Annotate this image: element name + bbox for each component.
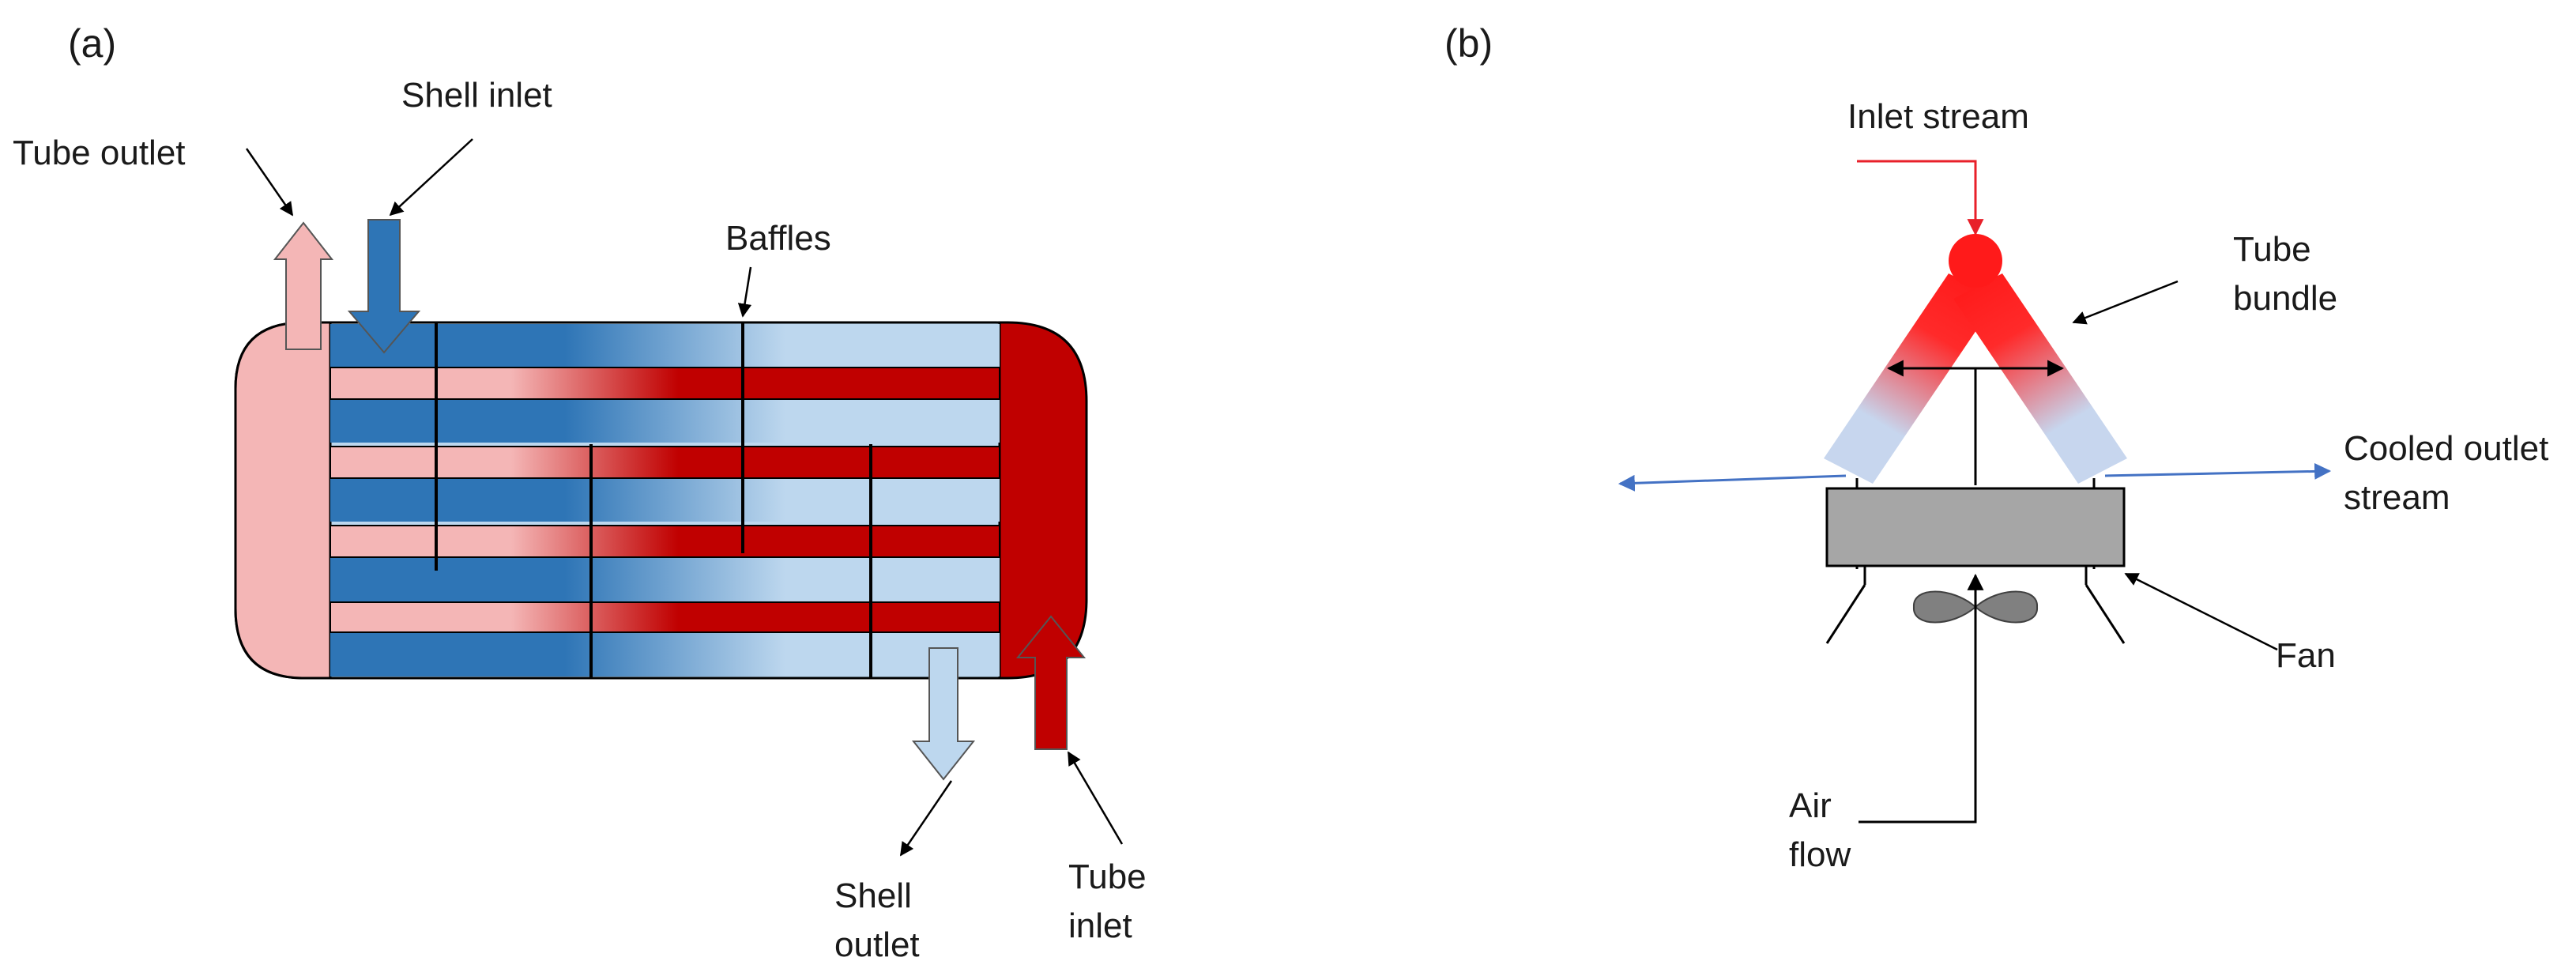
shell-fluid-bands bbox=[330, 324, 1000, 677]
tube-fluid-bands bbox=[330, 367, 1000, 633]
tube-inlet-arrow bbox=[1015, 615, 1087, 750]
baffles-leader bbox=[737, 266, 752, 318]
tube-bundle-label-line1: Tube bbox=[2233, 230, 2311, 269]
tube-bundle-leader bbox=[2072, 280, 2179, 325]
tube-outlet-arrow bbox=[273, 221, 334, 350]
shell-outlet-arrow bbox=[911, 647, 976, 781]
cooled-outlet-label-line1: Cooled outlet bbox=[2344, 429, 2548, 468]
shell-outlet-leader bbox=[899, 780, 953, 857]
shell-inlet-leader bbox=[389, 138, 473, 217]
shell-inlet-label: Shell inlet bbox=[401, 76, 552, 115]
tube-bundle-right-leg bbox=[1953, 273, 2127, 484]
tube-inlet-label-line1: Tube bbox=[1068, 858, 1147, 896]
fan-label: Fan bbox=[2276, 636, 2336, 675]
leg-left bbox=[1825, 584, 1866, 644]
inlet-stream-line bbox=[1857, 160, 1984, 236]
inlet-header bbox=[1949, 234, 2002, 288]
tube-outlet-head bbox=[234, 321, 332, 680]
tube-inlet-label-line2: inlet bbox=[1068, 906, 1132, 945]
cooled-outlet-left-line bbox=[1618, 474, 1847, 492]
air-flow-line bbox=[1859, 573, 1984, 824]
tube-outlet-leader bbox=[245, 148, 294, 217]
cooled-outlet-right-line bbox=[2104, 462, 2332, 480]
baffles-label: Baffles bbox=[725, 219, 831, 258]
panel-a: (a) bbox=[13, 21, 1147, 964]
tube-bundle-left-leg bbox=[1824, 273, 1998, 484]
air-flow-label-line2: flow bbox=[1789, 835, 1851, 874]
fan-icon bbox=[1912, 590, 2039, 624]
tube-bundle-label-line2: bundle bbox=[2233, 279, 2337, 318]
air-flow-label-line1: Air bbox=[1789, 786, 1832, 825]
shell-outlet-label-line1: Shell bbox=[834, 876, 912, 915]
inlet-stream-label: Inlet stream bbox=[1847, 97, 2029, 136]
tube-inlet-leader bbox=[1067, 751, 1124, 845]
fan-leader bbox=[2124, 572, 2278, 651]
panel-a-label: (a) bbox=[68, 21, 116, 66]
panel-b: (b) bbox=[1444, 21, 2548, 874]
tube-outlet-label: Tube outlet bbox=[13, 134, 186, 172]
fan-housing bbox=[1825, 487, 2126, 567]
leg-right bbox=[2085, 584, 2126, 644]
panel-b-label: (b) bbox=[1444, 21, 1493, 66]
baffles bbox=[435, 322, 872, 678]
shell-inlet-arrow bbox=[347, 219, 421, 354]
shell-outlet-label-line2: outlet bbox=[834, 925, 920, 964]
cooled-outlet-label-line2: stream bbox=[2344, 478, 2450, 517]
tube-inlet-head bbox=[998, 321, 1088, 680]
